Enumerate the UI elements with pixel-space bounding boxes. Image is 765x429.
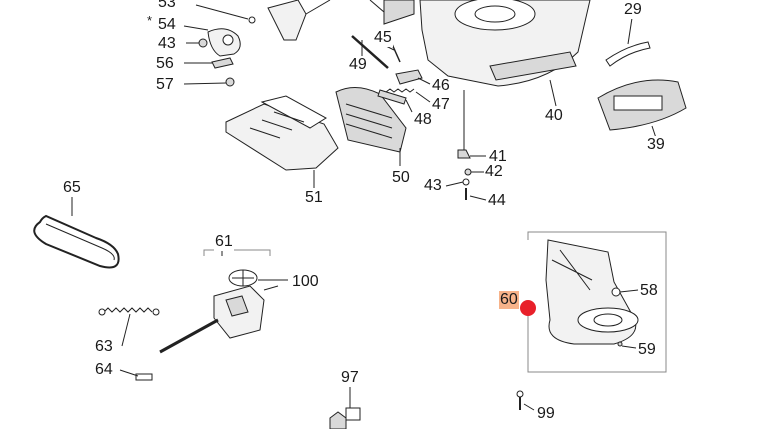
part-54-knob: [183, 25, 241, 57]
part-40-deck: [419, 0, 591, 107]
callout-63[interactable]: 63: [94, 338, 114, 356]
part-43-nut: [186, 38, 208, 48]
callout-60[interactable]: 60: [499, 291, 519, 309]
callout-97[interactable]: 97: [340, 369, 360, 387]
callout-57[interactable]: 57: [155, 76, 175, 94]
part-57-screw: [183, 77, 235, 87]
part-39-rear-cover: [597, 79, 687, 139]
callout-65[interactable]: 65: [62, 179, 82, 197]
callout-41[interactable]: 41: [488, 148, 508, 166]
callout-64[interactable]: 64: [94, 361, 114, 379]
callout-54-star: *: [147, 13, 153, 28]
callout-99[interactable]: 99: [536, 405, 556, 423]
callout-49[interactable]: 49: [348, 56, 368, 74]
callout-100[interactable]: 100: [291, 273, 320, 291]
part-43-nut-b: [445, 178, 470, 187]
part-29-strip: [605, 17, 651, 67]
part-99-bolt: [516, 390, 535, 411]
part-63-spring: [98, 307, 160, 347]
callout-43b[interactable]: 43: [423, 177, 443, 195]
callout-59[interactable]: 59: [637, 341, 657, 359]
part-41-plate: [457, 90, 486, 159]
part-64-key: [119, 369, 153, 381]
part-56-clip: [184, 57, 234, 69]
callout-29[interactable]: 29: [623, 1, 643, 19]
part-46-latch: [395, 69, 431, 85]
callout-47[interactable]: 47: [431, 96, 451, 114]
part-51-grass-chute: [225, 95, 339, 188]
part-handle-bracket: [267, 0, 415, 41]
part-48-bracket: [377, 89, 413, 113]
part-47-spring: [385, 88, 431, 103]
callout-48[interactable]: 48: [413, 111, 433, 129]
callout-61[interactable]: 61: [214, 233, 234, 251]
callout-58[interactable]: 58: [639, 282, 659, 300]
callout-40[interactable]: 40: [544, 107, 564, 125]
callout-42[interactable]: 42: [484, 163, 504, 181]
callout-45[interactable]: 45: [373, 29, 393, 47]
part-60-blade-housing: [527, 231, 667, 373]
part-50-front-grille: [335, 87, 407, 166]
part-65-drive-belt: [33, 196, 120, 269]
callout-43[interactable]: 43: [157, 35, 177, 53]
part-53-pin: [195, 4, 256, 24]
callout-50[interactable]: 50: [391, 169, 411, 187]
callout-46[interactable]: 46: [431, 77, 451, 95]
part-61-gearbox-assembly: [159, 248, 288, 354]
callout-56[interactable]: 56: [155, 55, 175, 73]
part-44-bolt: [465, 188, 487, 201]
callout-51[interactable]: 51: [304, 189, 324, 207]
callout-39[interactable]: 39: [646, 136, 666, 154]
callout-44[interactable]: 44: [487, 192, 507, 210]
part-42-washer: [464, 168, 486, 176]
callout-53[interactable]: 53: [157, 0, 177, 12]
part-97-wheel-hub: [329, 386, 361, 429]
callout-54[interactable]: 54: [157, 16, 177, 34]
selected-part-marker[interactable]: [520, 300, 536, 316]
